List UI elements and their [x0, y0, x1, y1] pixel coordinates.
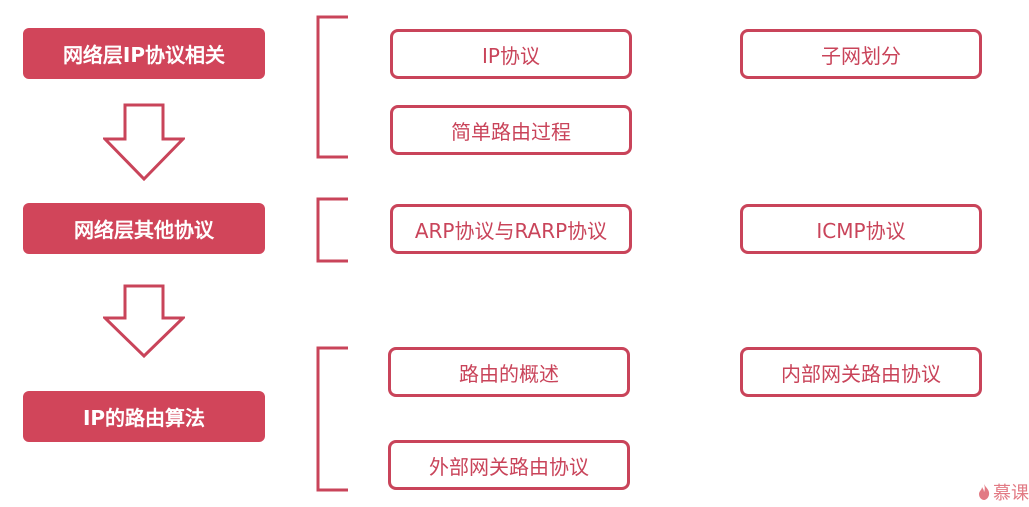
category-other-protocols: 网络层其他协议 — [23, 203, 265, 254]
item-routing-overview: 路由的概述 — [388, 347, 630, 397]
item-ip-protocol: IP协议 — [390, 29, 632, 79]
brand-text: 慕课 — [993, 483, 1029, 504]
flame-icon — [979, 484, 990, 500]
bracket-group-1 — [316, 15, 348, 159]
item-icmp: ICMP协议 — [740, 204, 982, 254]
bracket-group-2 — [316, 197, 348, 263]
item-interior-gateway: 内部网关路由协议 — [740, 347, 982, 397]
item-subnetting: 子网划分 — [740, 29, 982, 79]
item-exterior-gateway: 外部网关路由协议 — [388, 440, 630, 490]
category-routing-algorithm: IP的路由算法 — [23, 391, 265, 442]
down-arrow-icon — [103, 103, 185, 181]
brand-watermark: 慕课 — [977, 479, 1029, 505]
category-ip-protocol: 网络层IP协议相关 — [23, 28, 265, 79]
down-arrow-icon — [103, 284, 185, 358]
item-simple-routing: 简单路由过程 — [390, 105, 632, 155]
bracket-group-3 — [316, 346, 348, 492]
item-arp-rarp: ARP协议与RARP协议 — [390, 204, 632, 254]
